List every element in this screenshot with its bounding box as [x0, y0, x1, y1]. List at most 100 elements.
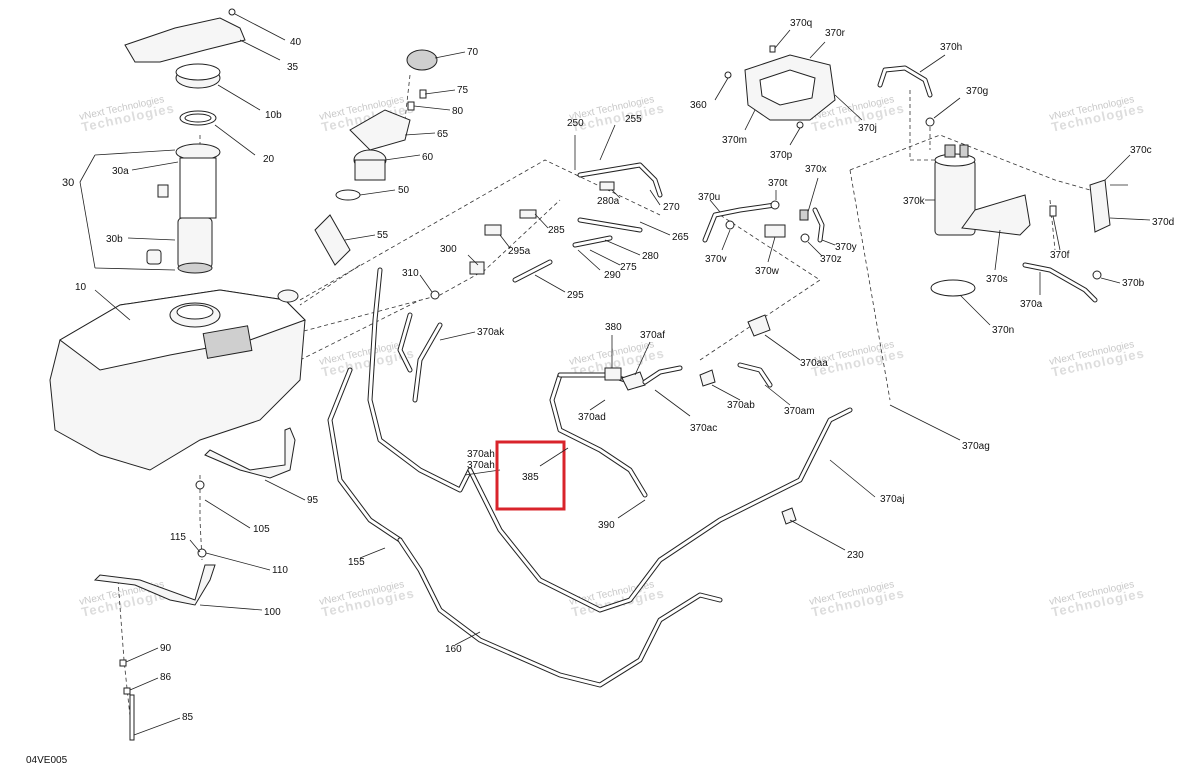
screw-80: [407, 101, 415, 111]
evap-valve-assembly: [714, 29, 961, 146]
callout-75: 75: [457, 85, 469, 96]
callout-110: 110: [272, 565, 288, 576]
callout-310: 310: [402, 268, 419, 279]
callout-155: 155: [348, 557, 365, 568]
callout-295a: 295a: [508, 246, 531, 257]
callout-230: 230: [847, 550, 864, 561]
callout-370p: 370p: [770, 150, 793, 161]
nut-110: [197, 548, 207, 558]
callout-370r: 370r: [825, 28, 846, 39]
tee-300: [469, 261, 485, 275]
callout-370y: 370y: [835, 242, 857, 253]
filler-hose-55: [314, 214, 351, 266]
callout-370k: 370k: [903, 196, 926, 207]
sender-float: [146, 249, 162, 265]
clip-370z: [800, 233, 810, 243]
connector-380: [604, 367, 622, 381]
tank-straps: [93, 427, 306, 741]
callout-370x: 370x: [805, 164, 827, 175]
clip-370ab: [699, 369, 716, 387]
callout-295: 295: [567, 290, 584, 301]
clip-370p: [796, 121, 804, 129]
rollover-valve-370aa: [747, 314, 771, 337]
callout-370g: 370g: [966, 86, 988, 97]
callout-380: 380: [605, 322, 622, 333]
fitting-280a: [599, 181, 615, 191]
callout-370u: 370u: [698, 192, 720, 203]
callout-65: 65: [437, 129, 449, 140]
highlight-box[interactable]: [495, 440, 566, 511]
bolt-105: [195, 480, 205, 490]
callout-280a: 280a: [597, 196, 620, 207]
hose-clamp-50: [335, 189, 361, 201]
clip-86: [123, 687, 131, 695]
callout-370aj: 370aj: [880, 494, 904, 505]
clip-370g: [925, 117, 935, 127]
center-hoses: [327, 267, 853, 688]
callout-370ak: 370ak: [477, 327, 505, 338]
callout-370q: 370q: [790, 18, 812, 29]
lower-right-parts: [781, 404, 961, 551]
screw-40: [228, 8, 236, 16]
fuel-filter: [177, 217, 213, 269]
callout-90: 90: [160, 643, 172, 654]
fuel-pump-module-stack: [79, 8, 286, 274]
callout-370ad: 370ad: [578, 412, 606, 423]
callout-30b: 30b: [106, 234, 123, 245]
callout-370s: 370s: [986, 274, 1008, 285]
callout-30: 30: [62, 177, 74, 189]
clip-370b: [1092, 270, 1102, 280]
callout-390: 390: [598, 520, 615, 531]
callout-370f: 370f: [1050, 250, 1070, 261]
callout-50: 50: [398, 185, 410, 196]
callout-370d: 370d: [1152, 217, 1174, 228]
fitting-370x: [799, 209, 809, 221]
clip-370v: [725, 220, 735, 230]
purge-line-cluster: [702, 177, 836, 263]
callout-300: 300: [440, 244, 457, 255]
callout-100: 100: [264, 607, 281, 618]
callout-370a: 370a: [1020, 299, 1043, 310]
callout-385[interactable]: 385: [522, 472, 539, 483]
filler-neck-parts: [314, 49, 466, 266]
strap-95: [204, 427, 296, 479]
bolt-85: [129, 694, 135, 741]
check-valve-370af: [621, 371, 646, 391]
filler-cap: [406, 49, 438, 71]
callout-105: 105: [253, 524, 270, 535]
callout-86: 86: [160, 672, 172, 683]
callout-290: 290: [604, 270, 621, 281]
highlighted-part-385[interactable]: 385: [495, 440, 569, 511]
clip-90: [119, 659, 127, 667]
callout-60: 60: [422, 152, 434, 163]
heat-shield-bracket: [124, 17, 246, 63]
canister-bracket-370s: [961, 194, 1031, 236]
callout-370aa: 370aa: [800, 358, 828, 369]
callout-55: 55: [377, 230, 389, 241]
callout-370am: 370am: [784, 406, 815, 417]
callout-80: 80: [452, 106, 464, 117]
clip-370t: [770, 200, 780, 210]
callout-labels: 40 35 10b 20 30 30a 30b 10 70 75 80 65 6…: [62, 18, 1174, 723]
callout-370h: 370h: [940, 42, 962, 53]
callout-370m: 370m: [722, 135, 747, 146]
callout-370ah-2: 370ah: [467, 460, 495, 471]
callout-370w: 370w: [755, 266, 780, 277]
callout-10: 10: [75, 282, 87, 293]
vent-line-hardware: [419, 124, 671, 300]
canister-strap-370n: [930, 279, 976, 297]
callout-20: 20: [263, 154, 275, 165]
float-arm: [157, 184, 169, 198]
fitting-285: [519, 209, 537, 219]
callout-95: 95: [307, 495, 319, 506]
clip-370f: [1049, 205, 1057, 217]
callout-70: 70: [467, 47, 479, 58]
callout-370ag: 370ag: [962, 441, 990, 452]
callout-370ah-1: 370ah: [467, 449, 495, 460]
pump-module-body: [179, 157, 217, 219]
callout-370c: 370c: [1130, 145, 1152, 156]
callout-85: 85: [182, 712, 194, 723]
callout-30a: 30a: [112, 166, 129, 177]
callout-370n: 370n: [992, 325, 1014, 336]
